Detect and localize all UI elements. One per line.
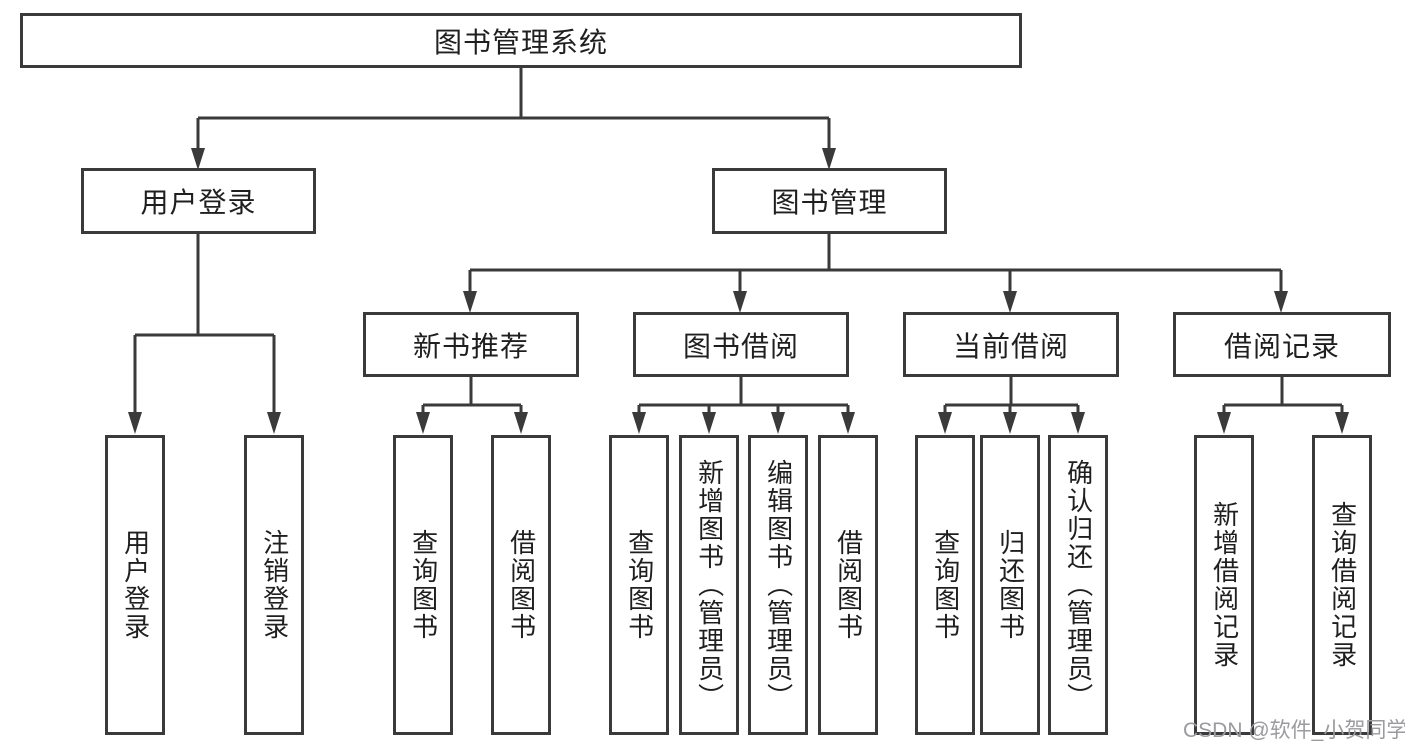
leaf-current-return-books: 归还图书 [980, 435, 1040, 735]
node-book-borrowing: 图书借阅 [633, 312, 849, 377]
leaf-user-login: 用户登录 [105, 435, 165, 735]
leaf-records-add-record: 新增借阅记录 [1194, 435, 1254, 735]
node-book-management: 图书管理 [712, 168, 947, 234]
node-user-login: 用户登录 [81, 168, 316, 234]
csdn-watermark: CSDN @软件_小贺同学 [1183, 719, 1405, 742]
leaf-borrowing-edit-books-admin: 编辑图书（管理员） [748, 435, 808, 735]
node-borrow-records: 借阅记录 [1173, 312, 1391, 377]
leaf-newbook-query-books: 查询图书 [393, 435, 453, 735]
leaf-current-query-books: 查询图书 [915, 435, 975, 735]
leaf-logout: 注销登录 [244, 435, 304, 735]
leaf-records-query-record: 查询借阅记录 [1312, 435, 1372, 735]
leaf-borrowing-add-books-admin: 新增图书（管理员） [679, 435, 739, 735]
leaf-borrowing-borrow-books: 借阅图书 [818, 435, 878, 735]
leaf-borrowing-query-books: 查询图书 [609, 435, 669, 735]
node-new-book-recommend: 新书推荐 [363, 312, 579, 377]
leaf-newbook-borrow-books: 借阅图书 [491, 435, 551, 735]
leaf-current-confirm-return-admin: 确认归还（管理员） [1048, 435, 1108, 735]
node-root: 图书管理系统 [20, 13, 1022, 68]
node-current-borrowing: 当前借阅 [903, 312, 1119, 377]
